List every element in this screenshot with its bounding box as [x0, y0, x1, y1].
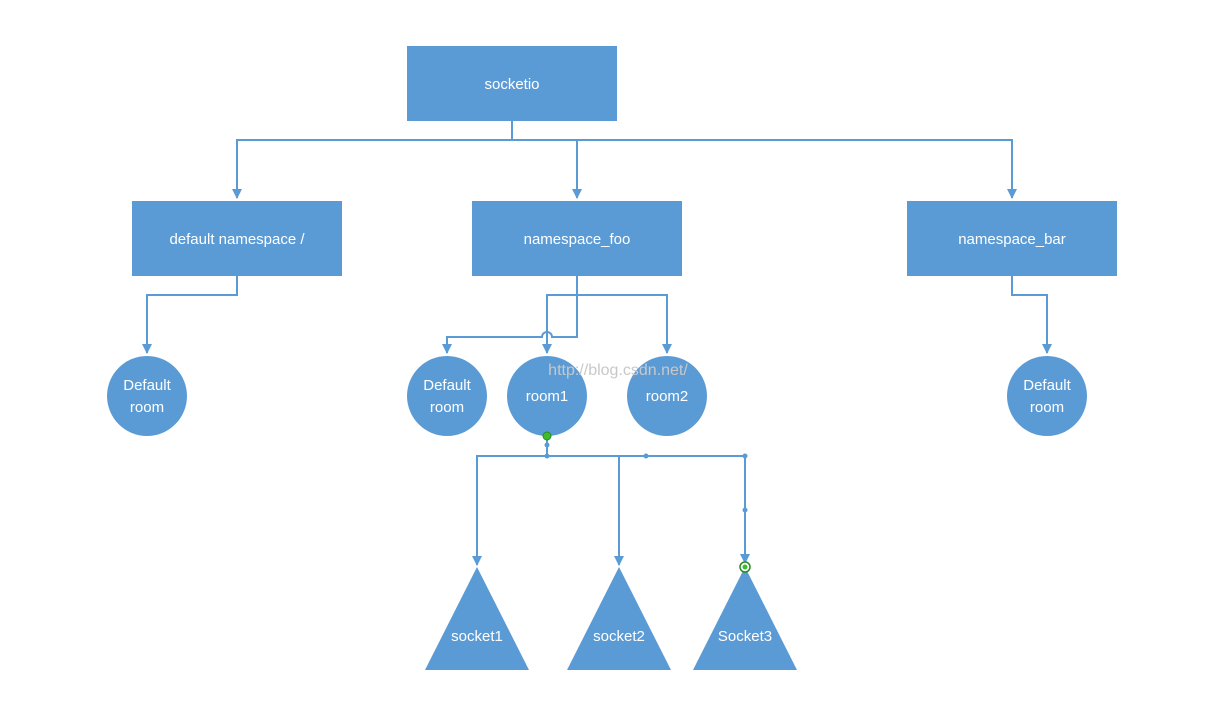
- connector-room1-to-socket1: [472, 436, 548, 566]
- node-socket2-label: socket2: [593, 628, 645, 645]
- room-label-line: room: [1030, 399, 1064, 416]
- selection-handle-start[interactable]: [542, 431, 552, 441]
- room-label-line: Default: [1023, 377, 1071, 394]
- node-namespace-bar[interactable]: namespace_bar: [907, 201, 1117, 276]
- node-room1-label: room1: [526, 388, 569, 405]
- room-label-line: room: [430, 399, 464, 416]
- node-socket1-label: socket1: [451, 628, 503, 645]
- node-socketio[interactable]: socketio: [407, 46, 617, 121]
- node-default-room-namespace-foo[interactable]: Default room: [407, 356, 487, 436]
- node-room1[interactable]: room1: [507, 356, 587, 436]
- connector-root-to-namespace-foo: [511, 121, 582, 199]
- node-default-room-default-namespace[interactable]: Default room: [107, 356, 187, 436]
- node-socket3[interactable]: Socket3: [693, 567, 797, 670]
- connector-foo-to-room2: [576, 276, 672, 354]
- node-room2-label: room2: [646, 388, 689, 405]
- connectors: [142, 121, 1052, 566]
- node-socketio-label: socketio: [484, 76, 539, 93]
- room-label-line: room: [130, 399, 164, 416]
- node-default-namespace[interactable]: default namespace /: [132, 201, 342, 276]
- connector-root-to-namespace-bar: [511, 121, 1017, 199]
- connector-foo-to-default-room: [442, 276, 578, 354]
- node-room2[interactable]: room2: [627, 356, 707, 436]
- node-socket1[interactable]: socket1: [425, 567, 529, 670]
- room-label-line: Default: [423, 377, 471, 394]
- connector-handles: [544, 442, 748, 513]
- room-label-line: Default: [123, 377, 171, 394]
- node-default-room-namespace-bar[interactable]: Default room: [1007, 356, 1087, 436]
- connector-root-to-default-namespace: [232, 121, 513, 199]
- connector-handle[interactable]: [643, 453, 649, 459]
- connector-namespace-bar-to-default-room: [1011, 276, 1052, 354]
- node-socket2[interactable]: socket2: [567, 567, 671, 670]
- connector-handle[interactable]: [742, 507, 748, 513]
- node-namespace-bar-label: namespace_bar: [958, 231, 1066, 248]
- node-namespace-foo-label: namespace_foo: [524, 231, 631, 248]
- watermark-text: http://blog.csdn.net/: [548, 362, 688, 379]
- connector-handle[interactable]: [544, 442, 550, 448]
- node-namespace-foo[interactable]: namespace_foo: [472, 201, 682, 276]
- connector-default-namespace-to-default-room: [142, 276, 238, 354]
- selection-handle-end-dot: [742, 564, 748, 570]
- node-socket3-label: Socket3: [718, 628, 772, 645]
- node-default-namespace-label: default namespace /: [169, 231, 305, 248]
- selection-handles: [542, 431, 751, 573]
- connector-handle[interactable]: [544, 453, 550, 459]
- connector-handle[interactable]: [742, 453, 748, 459]
- connector-foo-to-room1: [542, 276, 578, 354]
